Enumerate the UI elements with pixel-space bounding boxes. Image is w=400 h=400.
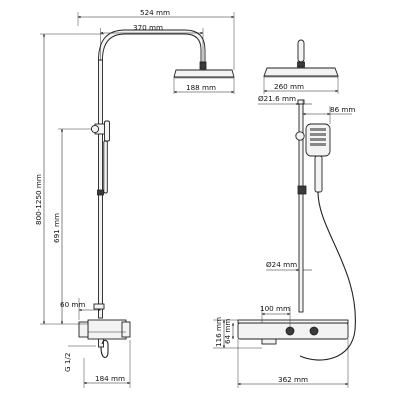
side-mixer-body: [87, 319, 127, 340]
front-flow-knob: [309, 326, 319, 336]
front-glass-shelf: [237, 319, 349, 324]
label-total-height: 800-1250 mm: [34, 174, 43, 225]
label-head-front-width: 260 mm: [274, 82, 304, 91]
label-shelf-inner-height: 64 mm: [223, 319, 232, 344]
side-bracket-knob: [90, 124, 100, 134]
label-shelf-height: 116 mm: [214, 317, 223, 347]
label-wall-offset: 60 mm: [60, 300, 85, 309]
label-hand-shower-offset: 86 mm: [330, 105, 355, 114]
hand-shower-nozzles: [310, 128, 326, 146]
label-mixer-center: 100 mm: [260, 304, 290, 313]
side-holder-clip: [97, 189, 104, 196]
label-pipe-diameter-lower: Ø24 mm: [266, 260, 297, 269]
front-hand-shower-handle: [314, 155, 323, 193]
side-riser-pipe: [98, 59, 103, 319]
front-bottom-outlet: [261, 338, 277, 345]
label-mixer-width: 184 mm: [95, 374, 125, 383]
front-holder-clip: [297, 185, 307, 195]
front-upper-pipe: [297, 39, 305, 63]
side-shower-arm: [98, 29, 206, 63]
front-temperature-knob: [285, 326, 295, 336]
label-head-side-width: 188 mm: [186, 83, 216, 92]
front-view: 260 mm Ø21.6 mm 86 mm Ø24 mm 100 mm 116 …: [213, 39, 356, 388]
side-rain-shower-head: [173, 69, 235, 78]
label-arm-reach: 370 mm: [133, 23, 163, 32]
front-rain-shower-head: [263, 67, 339, 77]
label-pipe-diameter-upper: Ø21.6 mm: [258, 94, 296, 103]
label-thread: G 1/2: [63, 353, 72, 372]
label-bracket-height: 691 mm: [52, 213, 61, 243]
side-hand-shower: [104, 120, 110, 142]
side-hose: [100, 339, 109, 358]
side-view: 524 mm 370 mm 188 mm 800-1250 mm 691 mm …: [34, 8, 235, 388]
side-wall-plate: [78, 321, 89, 338]
front-bracket-knob: [295, 131, 305, 141]
front-hose: [299, 191, 356, 361]
label-shelf-width: 362 mm: [278, 375, 308, 384]
label-overall-width: 524 mm: [140, 8, 170, 17]
side-head-connector: [199, 61, 207, 70]
